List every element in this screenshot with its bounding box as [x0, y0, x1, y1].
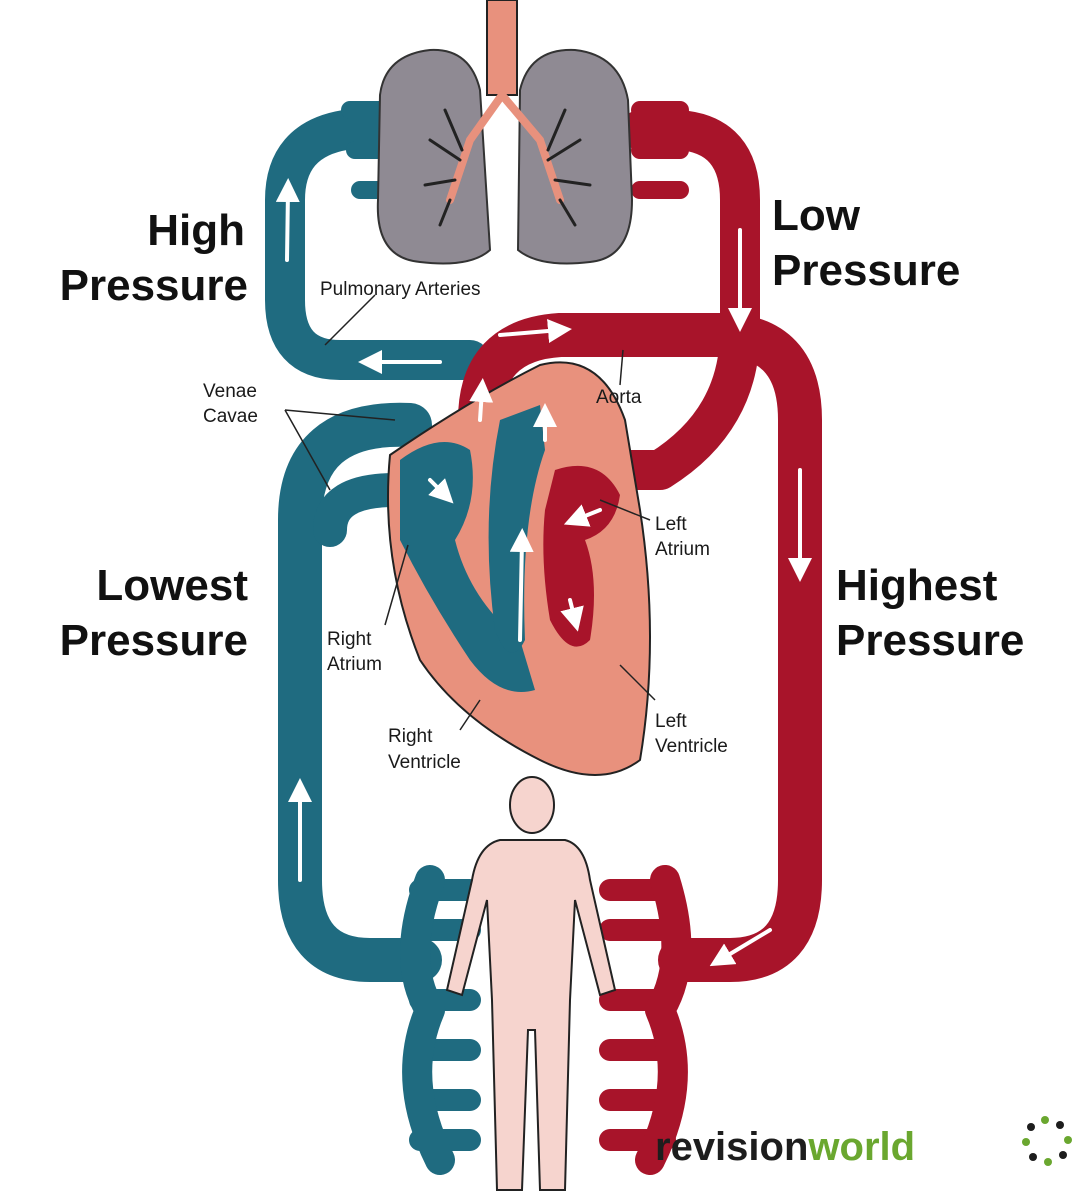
- lowest-pressure-label-1: Lowest: [96, 561, 248, 610]
- high-pressure-label-2: Pressure: [60, 261, 248, 310]
- right-atrium-label-1: Right: [327, 629, 372, 650]
- left-lung: [376, 48, 492, 265]
- left-atrium-label-1: Left: [655, 514, 687, 535]
- high-pressure-label-1: High: [147, 206, 245, 255]
- human-body: [445, 776, 617, 1191]
- right-ventricle-label-2: Ventricle: [388, 752, 461, 773]
- bronchi: [446, 91, 564, 204]
- revisionworld-logo: revisionworld: [655, 1116, 1072, 1169]
- brand-part-2: world: [807, 1125, 915, 1169]
- flow-arrows: [275, 178, 812, 967]
- right-ventricle-label-1: Right: [388, 726, 433, 747]
- trachea: [486, 0, 518, 96]
- aorta-label: Aorta: [596, 387, 642, 408]
- venae-cavae-label-1: Venae: [203, 381, 257, 402]
- left-ventricle-label-2: Ventricle: [655, 736, 728, 757]
- low-pressure-label-1: Low: [772, 191, 861, 240]
- leader-lines: [284, 294, 656, 731]
- highest-pressure-label-2: Pressure: [836, 616, 1024, 665]
- right-atrium-label-2: Atrium: [327, 654, 382, 675]
- pulmonary-arteries-label: Pulmonary Arteries: [320, 279, 481, 300]
- oxygenated-vessels: [458, 101, 822, 1175]
- text-labels: High Pressure Low Pressure Lowest Pressu…: [60, 191, 1025, 773]
- venae-cavae-label-2: Cavae: [203, 406, 258, 427]
- bronchioles: [423, 108, 592, 227]
- deoxygenated-vessels: [265, 101, 490, 1175]
- lungs: [376, 0, 634, 265]
- left-ventricle-label-1: Left: [655, 711, 687, 732]
- low-pressure-label-2: Pressure: [772, 246, 960, 295]
- lowest-pressure-label-2: Pressure: [60, 616, 248, 665]
- brand-dots-icon: [1022, 1116, 1072, 1166]
- left-atrium-label-2: Atrium: [655, 539, 710, 560]
- right-lung: [516, 48, 634, 265]
- heart: [387, 361, 651, 776]
- brand-part-1: revision: [655, 1125, 808, 1169]
- highest-pressure-label-1: Highest: [836, 561, 998, 610]
- svg-text:revisionworld: revisionworld: [655, 1125, 915, 1169]
